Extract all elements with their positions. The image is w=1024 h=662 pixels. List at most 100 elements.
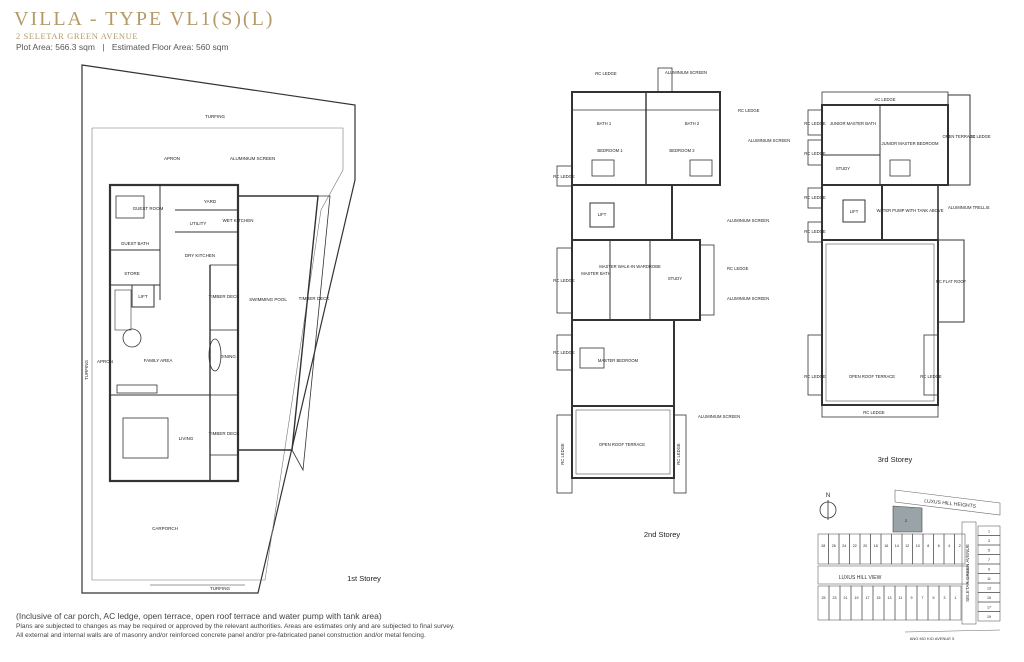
notes-block: (Inclusive of car porch, AC ledge, open …: [16, 611, 636, 639]
highlight-plot: [892, 505, 923, 533]
key-plan-lot: [870, 533, 882, 565]
key-plan-lot-number: 21: [844, 596, 848, 600]
timber-deck-lower: [209, 394, 239, 456]
label-rc-ledge-left-4: RC LEDGE: [560, 443, 565, 465]
key-plan-lot: [828, 585, 841, 621]
label-aluminium-screen-top: ALUMINIUM SCREEN: [665, 70, 707, 75]
first-storey-plan: [81, 64, 356, 594]
key-plan-lot: [933, 533, 945, 565]
label-family-area: FAMILY AREA: [144, 358, 173, 363]
master-bedroom-block: [571, 319, 675, 407]
label-rc-ledge-3-b: RC LEDGE: [804, 151, 826, 156]
key-plan-lot-number: 17: [987, 606, 991, 610]
key-plan-lot-number: 6: [938, 544, 940, 548]
label-lift: LIFT: [138, 294, 148, 299]
area-summary: Plot Area: 566.3 sqm | Estimated Floor A…: [16, 42, 229, 52]
label-wet-kitchen: WET KITCHEN: [223, 218, 254, 223]
label-junior-master-bedroom: JUNIOR MASTER BEDROOM: [882, 141, 940, 146]
label-master-bath: MASTER BATH: [581, 271, 610, 276]
label-lift-2: LIFT: [598, 212, 607, 217]
label-turfing-top: TURFING: [205, 114, 225, 119]
key-plan-lot-number: 12: [905, 544, 909, 548]
label-aluminium-screen-right: ALUMINIUM SCREEN: [748, 138, 790, 143]
label-dry-kitchen: DRY KITCHEN: [185, 253, 215, 258]
floor-area: Estimated Floor Area: 560 sqm: [111, 42, 229, 52]
key-plan-lot: [912, 533, 924, 565]
key-plan-lot-number: 19: [855, 596, 859, 600]
area-separator: |: [102, 42, 105, 52]
key-plan-lot: [883, 585, 896, 621]
bed-2: [689, 159, 713, 177]
label-utility: UTILITY: [190, 221, 207, 226]
key-plan-lot: [949, 585, 962, 621]
key-plan-lot-number: 15: [987, 596, 991, 600]
label-ang-mo-kio-ave: ANG MO KIO AVENUE 5: [910, 636, 955, 641]
rc-ledge-top-2: [657, 67, 673, 93]
label-rc-ledge-right: RC LEDGE: [738, 108, 760, 113]
label-aluminium-screen-mid2: ALUMINIUM SCREEN: [727, 296, 769, 301]
rc-ledge-left-3a: [807, 109, 823, 136]
key-plan-lot: [817, 533, 829, 565]
label-luxus-hill-view: LUXUS HILL VIEW: [839, 575, 882, 581]
label-rc-ledge-left-1: RC LEDGE: [553, 174, 575, 179]
key-plan-lot-number: 3: [944, 596, 946, 600]
note-construction: All external and internal walls are of m…: [16, 632, 426, 639]
label-timber-deck-upper: TIMBER DECK: [209, 294, 240, 299]
second-storey-caption: 2nd Storey: [644, 530, 681, 539]
key-plan-lot: [850, 585, 863, 621]
label-turfing-left: TURFING: [84, 360, 89, 380]
label-rc-ledge-3-f: RC LEDGE: [920, 374, 942, 379]
label-luxus-hill-heights: LUXUS HILL HEIGHTS: [924, 498, 977, 509]
key-plan-lot-number: 9: [988, 568, 990, 572]
lift-shaft-1: [131, 284, 155, 308]
key-plan-lot: [872, 585, 885, 621]
ang-mo-kio-road: [904, 629, 1001, 633]
rc-ledge-right-2b: [699, 244, 715, 316]
label-carporch: CARPORCH: [152, 526, 178, 531]
page-title: VILLA - TYPE VL1(S)(L): [14, 8, 275, 30]
key-plan-lot: [838, 533, 850, 565]
key-plan-lot-number: 7: [922, 596, 924, 600]
rc-ledge-left-3d: [807, 221, 823, 243]
label-rc-ledge-mid-right: RC LEDGE: [727, 266, 749, 271]
site-boundary: [81, 64, 356, 594]
key-plan-lot-number: 4: [948, 544, 950, 548]
label-study-3: STUDY: [836, 166, 850, 171]
note-inclusion: (Inclusive of car porch, AC ledge, open …: [16, 611, 382, 621]
key-plan-lot-number: 11: [987, 577, 991, 581]
rc-ledge-left-3e: [807, 334, 823, 396]
guest-bed: [115, 195, 145, 219]
label-swimming-pool: SWIMMING POOL: [249, 297, 287, 302]
key-plan-lot-number: 13: [987, 587, 991, 591]
key-plan-lot: [938, 585, 951, 621]
label-junior-master-bath: JUNIOR MASTER BATH: [830, 121, 876, 126]
key-plan-lot-number: 17: [866, 596, 870, 600]
key-plan-lot-number: 2: [959, 544, 961, 548]
key-plan-lot-number: 1: [988, 530, 990, 534]
master-bed: [579, 347, 605, 369]
label-open-roof-terrace-3: OPEN ROOF TERRACE: [849, 374, 895, 379]
inner-boundary: [91, 127, 344, 581]
label-rc-ledge-3-right: RC LEDGE: [969, 134, 991, 139]
bed-1: [591, 159, 615, 177]
key-plan-lot: [901, 533, 913, 565]
label-dining: DINING: [220, 354, 236, 359]
key-plan-lot-number: 5: [933, 596, 935, 600]
label-aluminium-screen-mid: ALUMINIUM SCREEN: [727, 218, 769, 223]
label-apron-top: APRON: [164, 156, 180, 161]
label-rc-flat-roof: RC FLAT ROOF: [936, 279, 967, 284]
label-bedroom-2: BEDROOM 2: [669, 148, 695, 153]
third-storey-plan: [807, 91, 971, 418]
label-yard: YARD: [204, 199, 217, 204]
key-plan-lot: [916, 585, 929, 621]
junior-bed: [889, 159, 911, 177]
label-rc-ledge-3-d: RC LEDGE: [804, 229, 826, 234]
key-plan-lot-number: 15: [877, 596, 881, 600]
label-rc-ledge-3-bottom: RC LEDGE: [863, 410, 885, 415]
house-outline: [108, 183, 240, 483]
